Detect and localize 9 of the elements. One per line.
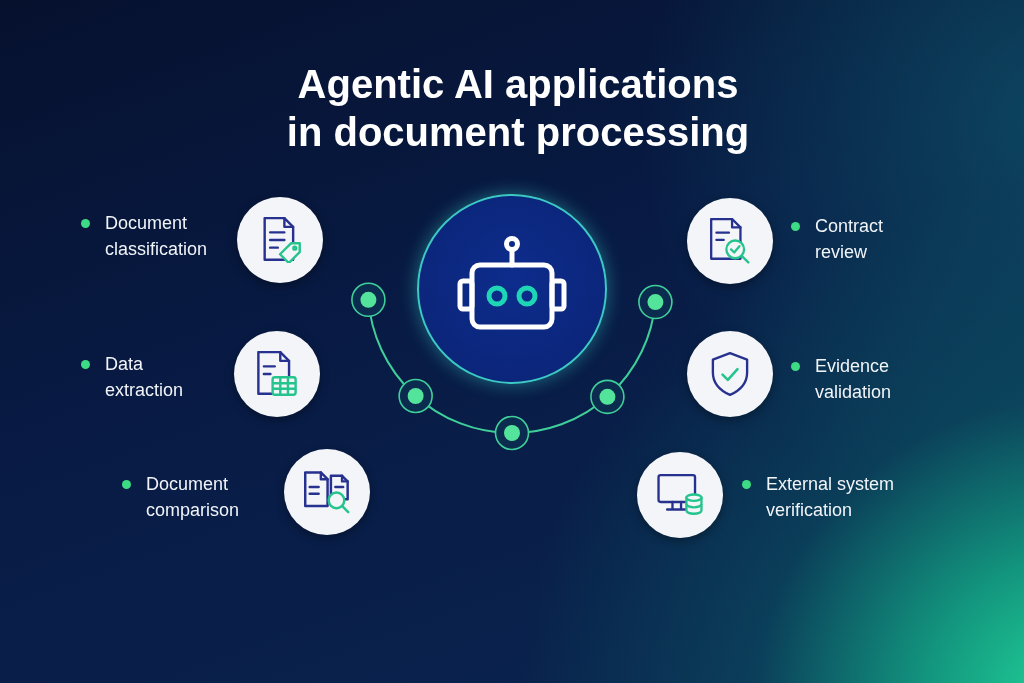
- item-label: Document classification: [105, 212, 209, 261]
- item-label: Contract review: [815, 215, 885, 264]
- item-label: Data extraction: [105, 353, 185, 402]
- item-label: External system verification: [766, 473, 896, 522]
- title: Agentic AI applications in document processing: [285, 61, 751, 156]
- item-label: Evidence validation: [815, 355, 893, 404]
- central-circle: [417, 194, 607, 384]
- icon-circle: [637, 452, 723, 538]
- item-label: Document comparison: [146, 473, 241, 522]
